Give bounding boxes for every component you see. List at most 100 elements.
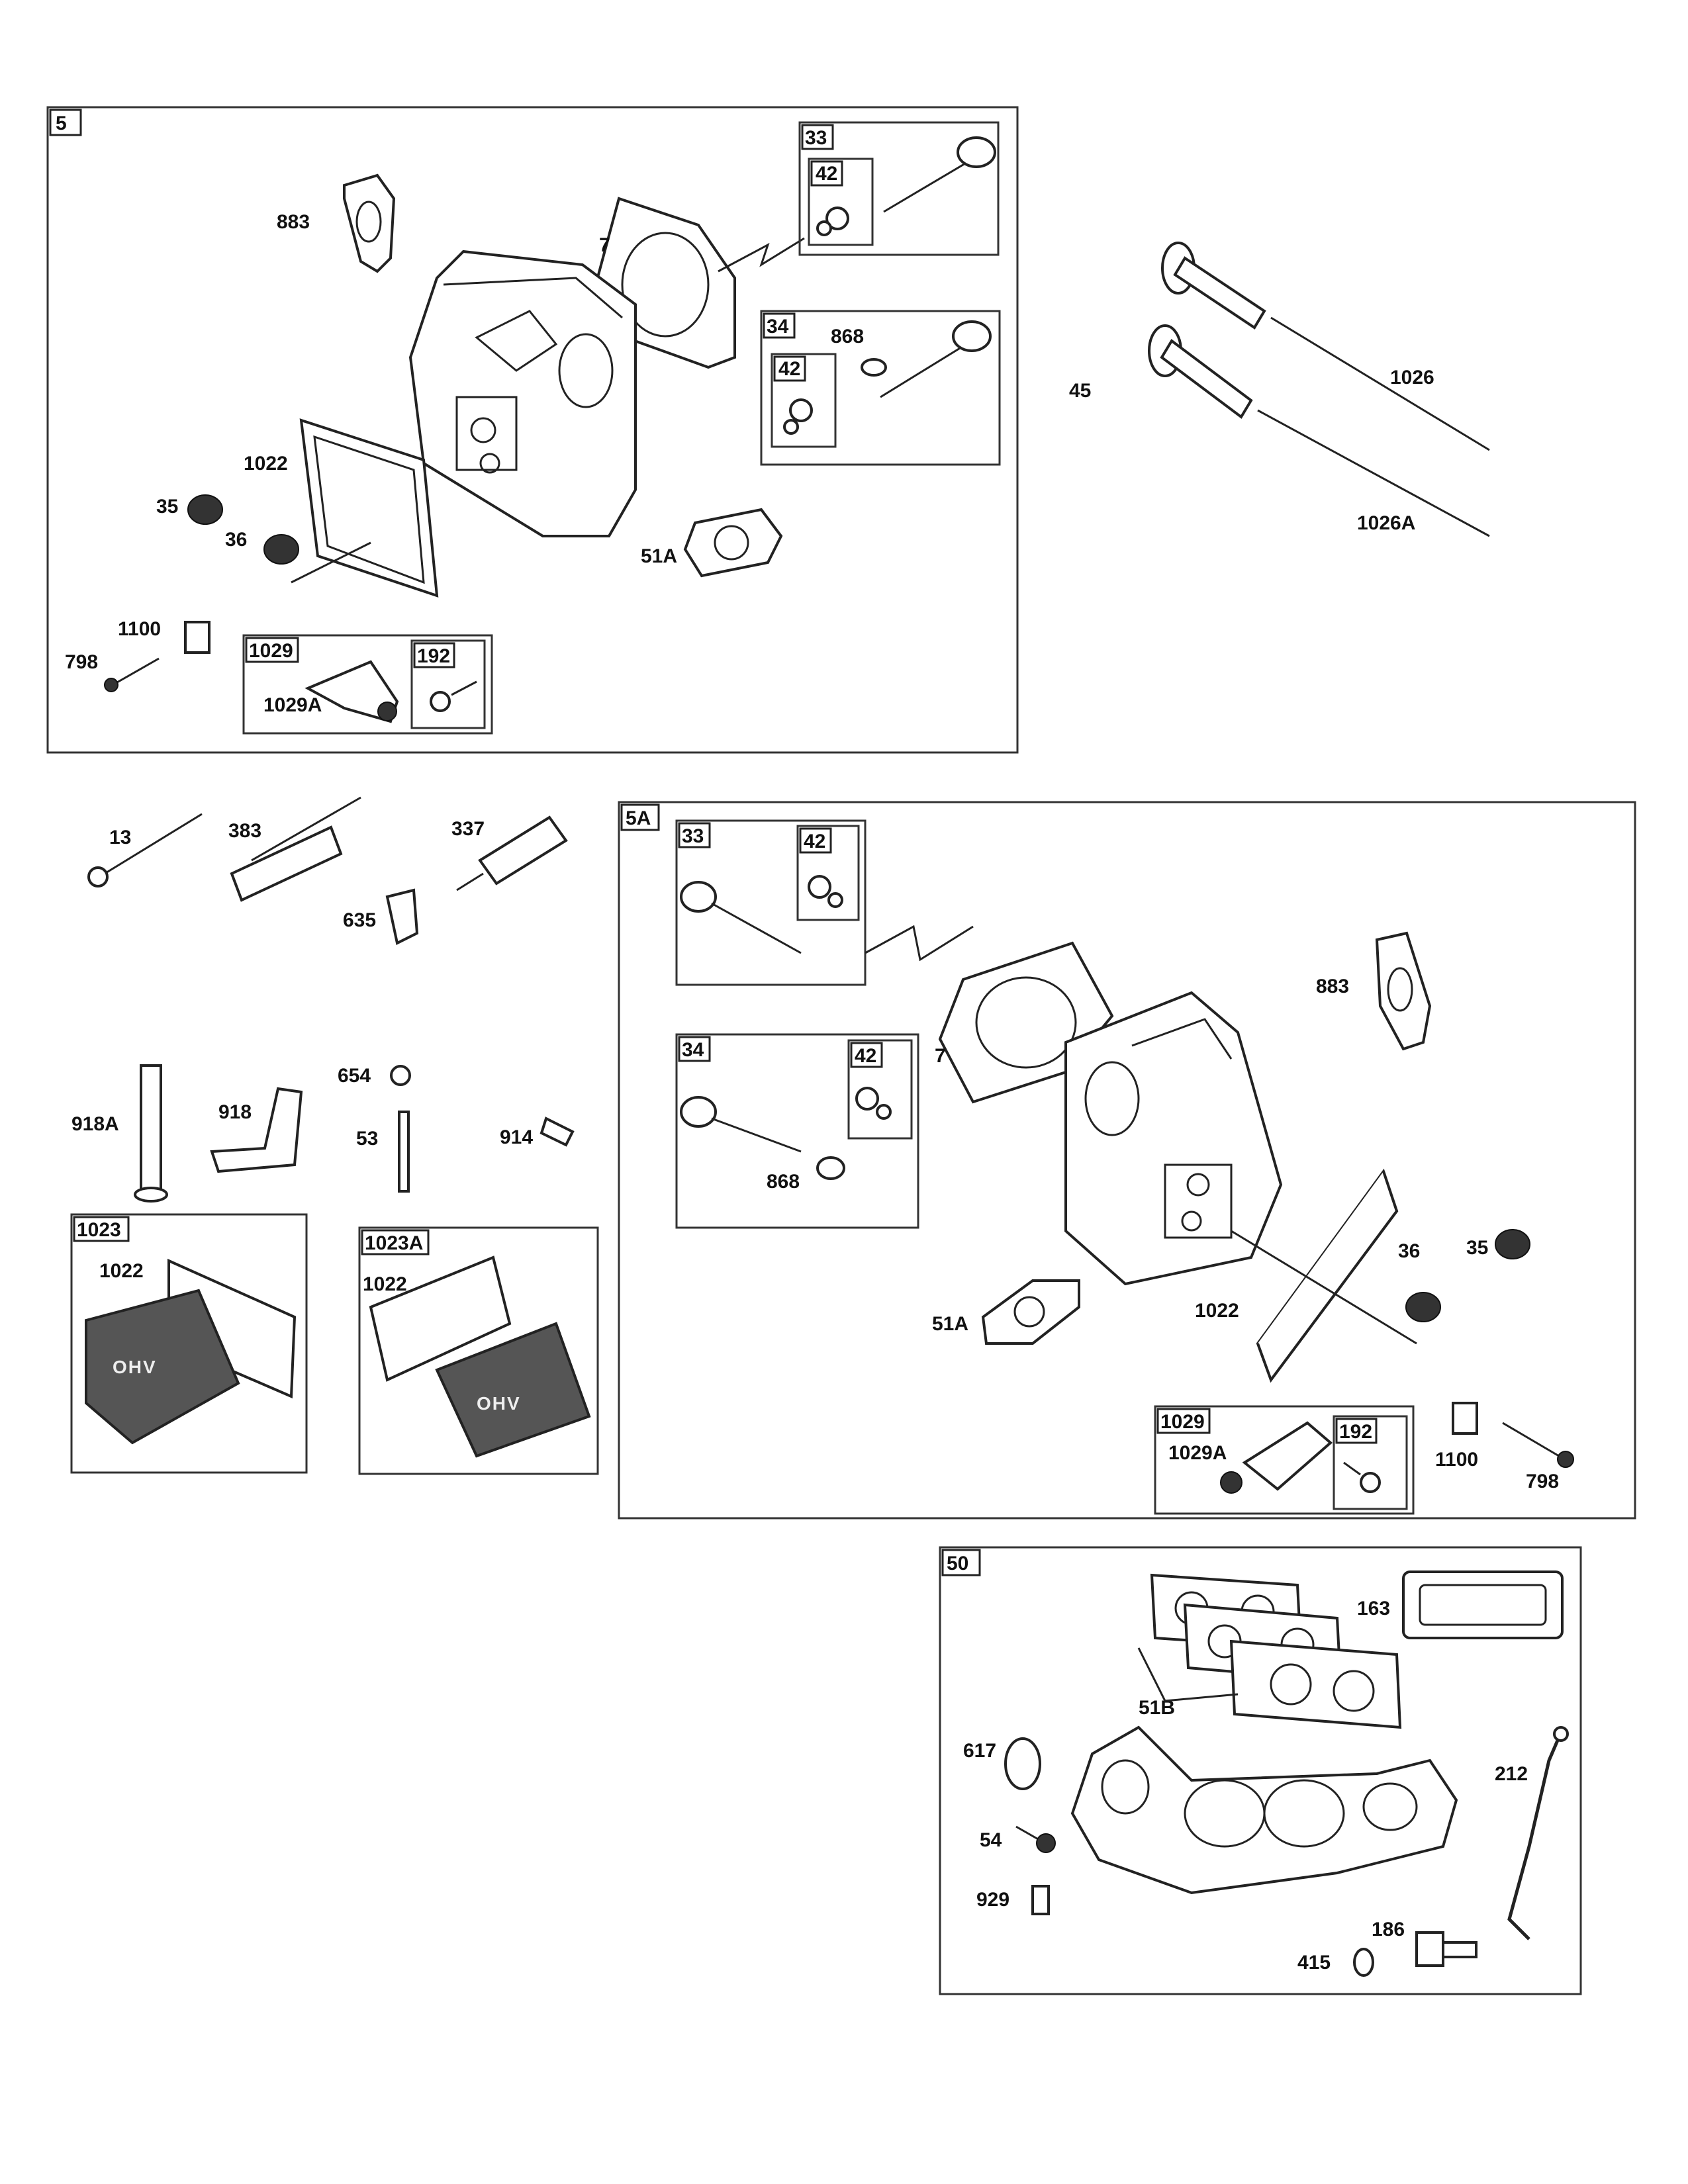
box-1023 — [70, 1213, 308, 1474]
box-1029-mid — [1154, 1405, 1415, 1515]
tube-918A — [134, 1064, 168, 1203]
group-5-tag: 5 — [56, 113, 67, 134]
rocker-arm-1029A-mid — [1220, 1421, 1333, 1494]
spring-35-top — [187, 494, 223, 525]
nut-654 — [390, 1065, 411, 1086]
gasket-163 — [1402, 1570, 1564, 1639]
tube-918 — [210, 1087, 303, 1173]
valve-keeper-42d — [876, 1104, 892, 1120]
tag-box-42d — [850, 1042, 883, 1068]
valve-seal-42 — [825, 206, 849, 230]
gasket-51A-top — [683, 508, 783, 578]
valve-seal-42d — [855, 1087, 879, 1111]
plug-929 — [1031, 1885, 1050, 1915]
screw-914 — [539, 1116, 575, 1147]
label-35: 35 — [1466, 1237, 1488, 1259]
tag-42c: 42 — [804, 831, 825, 852]
tag-box-192 — [413, 642, 455, 668]
label-929: 929 — [976, 1889, 1009, 1911]
valve-cover-1023: OHV — [85, 1289, 240, 1445]
tag-33: 33 — [805, 127, 827, 149]
label-617: 617 — [963, 1740, 996, 1762]
tag-box-42b — [773, 355, 806, 382]
valve-33-top — [883, 136, 996, 213]
tag-box-34 — [763, 312, 796, 339]
spring-36-top — [263, 534, 299, 565]
label-1022: 1022 — [99, 1260, 144, 1282]
label-654: 654 — [338, 1065, 371, 1087]
label-13: 13 — [109, 827, 131, 848]
label-798: 798 — [1526, 1471, 1559, 1492]
o-ring-617 — [1004, 1737, 1041, 1790]
box-1023A — [358, 1226, 599, 1475]
label-337: 337 — [451, 818, 485, 840]
tag-box-1029b — [1156, 1408, 1211, 1434]
label-54: 54 — [980, 1829, 1002, 1851]
label-1022: 1022 — [363, 1273, 407, 1295]
valve-seal-42c — [808, 875, 831, 899]
screw-798-top — [104, 657, 160, 692]
valve-34-top — [880, 320, 992, 398]
tag-box-192b — [1335, 1418, 1378, 1444]
label-1100: 1100 — [118, 618, 161, 640]
nut-192-top — [430, 680, 477, 712]
elbow-635 — [385, 888, 419, 945]
tag-33b: 33 — [682, 825, 704, 847]
box-34-mid — [675, 1033, 919, 1229]
valve-1026 — [1161, 242, 1490, 451]
label-36: 36 — [225, 529, 247, 551]
label-1026A: 1026A — [1357, 512, 1415, 534]
gasket-1022-mid — [1256, 1168, 1399, 1383]
tag-box-33b — [678, 822, 711, 848]
label-1026: 1026 — [1390, 367, 1434, 388]
label-163: 163 — [1357, 1598, 1390, 1619]
tag-1023A: 1023A — [365, 1232, 423, 1254]
label-1022: 1022 — [244, 453, 288, 475]
box-42-top — [808, 158, 874, 246]
tag-box-42 — [810, 160, 843, 187]
gasket-883-top — [343, 173, 396, 273]
label-883: 883 — [277, 211, 310, 233]
label-1100: 1100 — [1435, 1449, 1478, 1471]
group-5A-tag: 5A — [626, 807, 651, 829]
bracket-383 — [230, 796, 361, 902]
valve-1026A — [1148, 324, 1490, 537]
cylinder-head-mid — [1064, 991, 1283, 1286]
leader-line — [718, 237, 805, 273]
tag-box-1023A — [361, 1229, 430, 1255]
label-1029A: 1029A — [263, 694, 322, 716]
breather-tube-212 — [1507, 1726, 1569, 1940]
box-42b-top — [771, 353, 837, 448]
gasket-1022-cover-1023A — [369, 1255, 512, 1382]
box-34-top — [760, 310, 1001, 466]
cylinder-head-top — [408, 250, 637, 537]
ohv-logo: OHV — [113, 1357, 157, 1377]
label-883: 883 — [1316, 976, 1349, 997]
bolt-13 — [87, 813, 203, 887]
leader-line — [1137, 1647, 1239, 1702]
box-42d-mid — [847, 1039, 913, 1140]
label-383: 383 — [228, 820, 261, 842]
group-50-frame — [939, 1546, 1582, 1995]
gasket-883-mid — [1375, 931, 1432, 1051]
label-868: 868 — [831, 326, 864, 347]
group-5A-frame — [618, 801, 1636, 1520]
label-914: 914 — [500, 1126, 533, 1148]
ohv-logo: OHV — [477, 1393, 521, 1414]
intake-manifold — [1070, 1725, 1458, 1895]
tag-42: 42 — [816, 163, 837, 185]
tag-box-42c — [799, 827, 832, 854]
box-42c-mid — [796, 825, 860, 921]
intake-gasket-51B-3 — [1229, 1639, 1402, 1729]
group-5A-tag-box — [620, 803, 660, 831]
tag-box-1029 — [245, 637, 299, 663]
label-53: 53 — [356, 1128, 378, 1150]
tag-192: 192 — [417, 645, 450, 667]
label-51A: 51A — [932, 1313, 968, 1335]
stud-53 — [398, 1111, 410, 1193]
spark-plug-337 — [456, 815, 568, 891]
gasket-1022-top — [299, 418, 439, 598]
guide-plate-1100-mid — [1452, 1402, 1478, 1435]
label-798: 798 — [65, 651, 98, 673]
